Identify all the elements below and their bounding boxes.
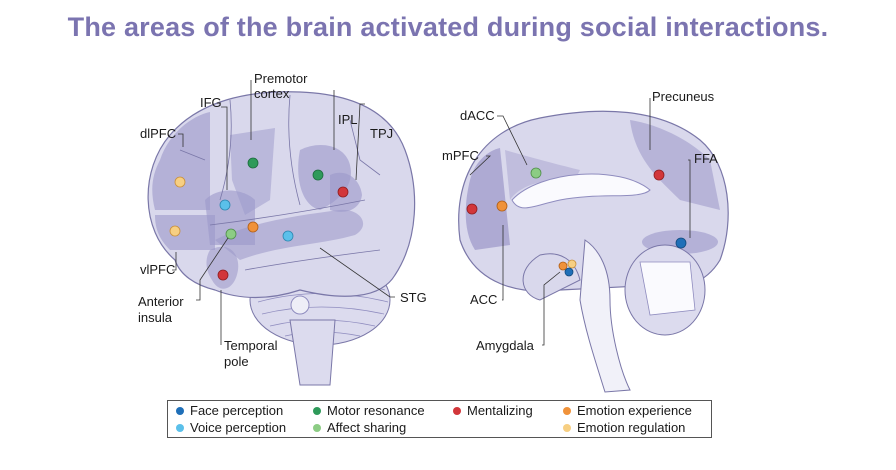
- dot-ipl-motor-resonance: [312, 169, 324, 181]
- label-stg: STG: [400, 290, 427, 305]
- leader-lines: [172, 80, 395, 345]
- label-pole: pole: [224, 354, 249, 369]
- label-ffa: FFA: [694, 151, 718, 166]
- label-premotor: Premotor: [254, 71, 308, 86]
- dot-acc-emotion-experience: [496, 200, 508, 212]
- dot-icon: [313, 406, 321, 415]
- dot-icon: [563, 406, 571, 415]
- legend-label: Voice perception: [190, 420, 287, 435]
- dot-stg-voice-perception: [282, 230, 294, 242]
- dot-insula-affect-sharing: [225, 228, 237, 240]
- dot-icon: [313, 423, 321, 432]
- dot-mpfc-mentalizing: [466, 203, 478, 215]
- legend-item-face-perception: Face perception: [176, 403, 283, 418]
- legend-item-emotion-regulation: Emotion regulation: [563, 420, 685, 435]
- label-mpfc: mPFC: [442, 148, 479, 163]
- label-ipl: IPL: [338, 112, 358, 127]
- dot-premotor-motor-resonance: [247, 157, 259, 169]
- legend-item-voice-perception: Voice perception: [176, 420, 286, 435]
- dot-insula-emotion-experience: [247, 221, 259, 233]
- dot-amygdala-emotion-regulation: [567, 259, 577, 269]
- label-ifg: IFG: [200, 95, 222, 110]
- dot-icon: [563, 423, 571, 432]
- dot-temporal-pole-mentalizing: [217, 269, 229, 281]
- dot-dacc-affect-sharing: [530, 167, 542, 179]
- legend-item-affect-sharing: Affect sharing: [313, 420, 406, 435]
- dot-ffa-face-perception: [675, 237, 687, 249]
- brainstem-medial: [579, 239, 631, 393]
- dot-precuneus-mentalizing: [653, 169, 665, 181]
- legend-label: Motor resonance: [327, 403, 425, 418]
- legend-item-emotion-experience: Emotion experience: [563, 403, 692, 418]
- label-temporal: Temporal: [224, 338, 278, 353]
- legend-label: Face perception: [190, 403, 284, 418]
- label-insula: insula: [138, 310, 173, 325]
- dot-icon: [176, 406, 184, 415]
- medial-brain: dACC mPFC Precuneus FFA ACC Amygdala: [442, 89, 729, 393]
- dot-amygdala-face-perception: [564, 267, 574, 277]
- dot-ifg-voice-perception: [219, 199, 231, 211]
- figure-title: The areas of the brain activated during …: [67, 12, 829, 42]
- dot-dlpfc-emotion-regulation: [174, 176, 186, 188]
- label-acc: ACC: [470, 292, 497, 307]
- label-anterior: Anterior: [138, 294, 184, 309]
- dot-vlpfc-emotion-regulation: [169, 225, 181, 237]
- lateral-brain: Premotor cortex IFG IPL TPJ dlPFC vlPFC …: [138, 71, 427, 386]
- dot-amygdala-emotion-experience: [558, 261, 568, 271]
- label-tpj: TPJ: [370, 126, 393, 141]
- label-dlpfc: dlPFC: [140, 126, 176, 141]
- corpus-callosum: [511, 173, 651, 209]
- dot-icon: [453, 406, 461, 415]
- legend-item-motor-resonance: Motor resonance: [313, 403, 425, 418]
- dot-tpj-mentalizing: [337, 186, 349, 198]
- label-amygdala: Amygdala: [476, 338, 535, 353]
- legend-label: Emotion regulation: [577, 420, 686, 435]
- legend-item-mentalizing: Mentalizing: [453, 403, 533, 418]
- label-precuneus: Precuneus: [652, 89, 715, 104]
- label-premotor-cortex: cortex: [254, 86, 290, 101]
- dot-icon: [176, 423, 184, 432]
- brainstem: [289, 319, 336, 386]
- legend-label: Affect sharing: [327, 420, 407, 435]
- medial-leader-lines: [469, 98, 691, 346]
- label-vlpfc: vlPFC: [140, 262, 175, 277]
- label-dacc: dACC: [460, 108, 495, 123]
- legend-label: Emotion experience: [577, 403, 692, 418]
- legend: Face perception Voice perception Motor r…: [167, 400, 712, 438]
- legend-label: Mentalizing: [467, 403, 533, 418]
